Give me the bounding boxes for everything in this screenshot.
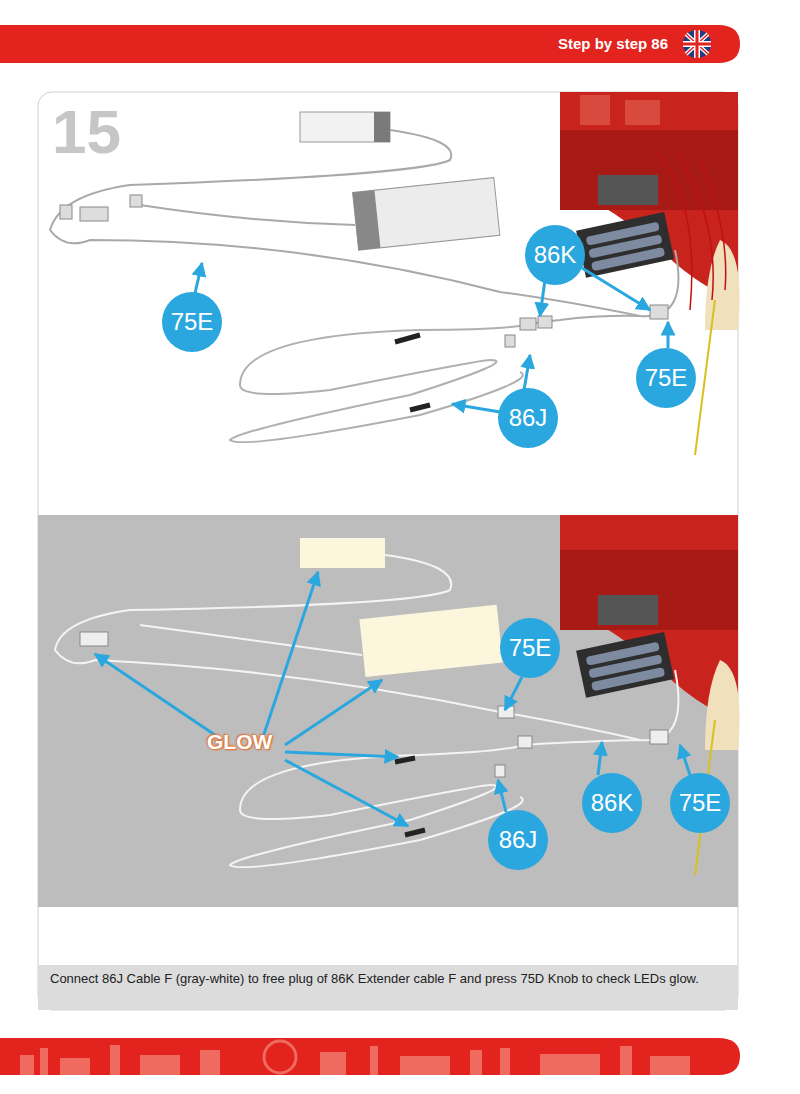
callout-text: 75E [645, 364, 688, 392]
callout-text: 86K [591, 789, 634, 817]
step-number: 15 [52, 96, 121, 167]
caption: Connect 86J Cable F (gray-white) to free… [50, 971, 730, 987]
caption-band [38, 965, 738, 1010]
callout-number: 86J [488, 810, 548, 870]
glow-label: GLOW [207, 730, 272, 754]
callout-number: 75E [162, 292, 222, 352]
callout-number: 86J [498, 388, 558, 448]
callout-text: 75E [679, 789, 722, 817]
callout-text: 86K [534, 241, 577, 269]
callout-text: 86J [509, 404, 548, 432]
callout-number: 86K [525, 225, 585, 285]
callout-text: 75E [509, 634, 552, 662]
header-band [0, 25, 740, 63]
uk-flag [683, 30, 711, 58]
page-title: Step by step 86 [558, 35, 668, 52]
callout-text: 75E [171, 308, 214, 336]
callout-number: 75E [670, 773, 730, 833]
callout-number: 75E [500, 618, 560, 678]
callout-number: 86K [582, 773, 642, 833]
footer-band [0, 1038, 740, 1075]
skyline [20, 1041, 690, 1075]
top-illustration [50, 92, 740, 455]
glow-background [38, 515, 738, 907]
leader-arrows [95, 263, 690, 826]
step-panel [38, 92, 738, 1010]
bottom-illustration [55, 515, 740, 875]
callout-number: 75E [636, 348, 696, 408]
callout-text: 86J [499, 826, 538, 854]
